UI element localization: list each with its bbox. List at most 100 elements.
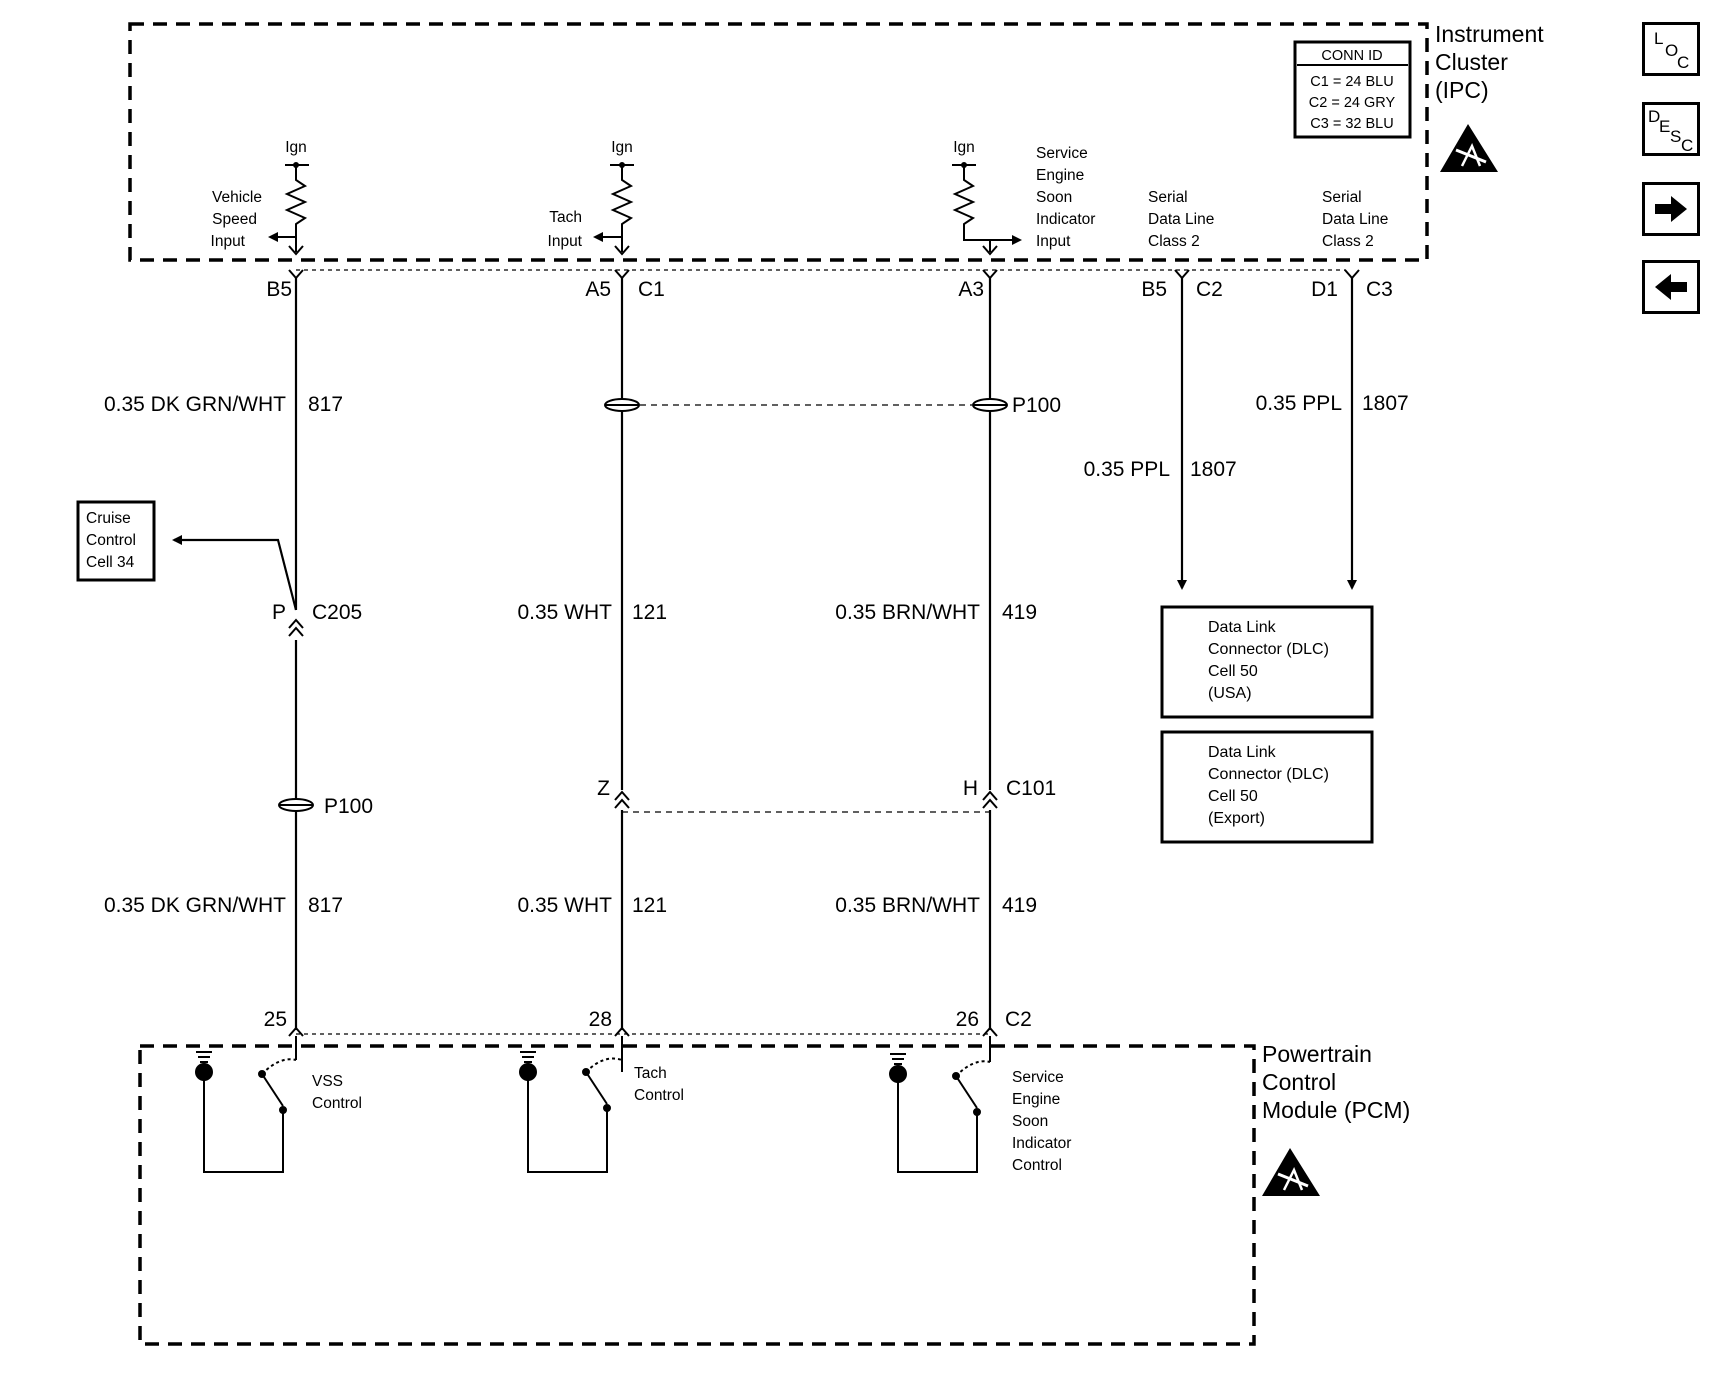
pin-label: 26 xyxy=(956,1008,979,1031)
ipc-tach-input-circuit: Ign Tach Input xyxy=(548,139,634,256)
svg-text:Service: Service xyxy=(1012,1069,1064,1086)
svg-text:0.35 BRN/WHT: 0.35 BRN/WHT xyxy=(835,894,980,917)
svg-text:Serial: Serial xyxy=(1148,189,1188,206)
pin-label: B5 xyxy=(266,278,292,301)
svg-text:Soon: Soon xyxy=(1036,189,1072,206)
ipc-vss-input-circuit: Ign Vehicle Speed Input xyxy=(211,139,309,256)
loc-button[interactable]: L O C xyxy=(1642,22,1700,76)
pin-label: C2 xyxy=(1005,1008,1032,1031)
svg-text:0.35 DK GRN/WHT: 0.35 DK GRN/WHT xyxy=(104,894,286,917)
conn-id-header: CONN ID xyxy=(1321,48,1382,64)
wire-1807-label-b: 0.35 PPL 1807 xyxy=(1256,392,1409,415)
pin-label: B5 xyxy=(1141,278,1167,301)
ipc-pin-labels: B5 A5 C1 A3 B5 C2 D1 C3 xyxy=(266,278,1393,301)
svg-text:VSS: VSS xyxy=(312,1073,343,1090)
svg-text:Cluster: Cluster xyxy=(1435,49,1508,75)
svg-text:1807: 1807 xyxy=(1190,458,1237,481)
p100-bottom-splice: P100 xyxy=(278,795,373,818)
svg-text:1807: 1807 xyxy=(1362,392,1409,415)
svg-text:Cruise: Cruise xyxy=(86,510,131,527)
svg-text:Cell 34: Cell 34 xyxy=(86,554,135,571)
svg-text:Control: Control xyxy=(634,1087,684,1104)
svg-text:0.35 PPL: 0.35 PPL xyxy=(1256,392,1342,415)
svg-text:(IPC): (IPC) xyxy=(1435,77,1489,103)
svg-text:Class 2: Class 2 xyxy=(1148,233,1200,250)
right-arrow-icon xyxy=(1655,196,1687,222)
back-button[interactable] xyxy=(1642,260,1700,314)
pin-label: D1 xyxy=(1311,278,1338,301)
svg-text:Connector (DLC): Connector (DLC) xyxy=(1208,766,1329,783)
svg-text:Ign: Ign xyxy=(285,139,307,156)
svg-text:Control: Control xyxy=(312,1095,362,1112)
svg-text:Input: Input xyxy=(211,233,246,250)
ipc-connector-chevrons xyxy=(288,269,1360,280)
svg-text:Data Line: Data Line xyxy=(1322,211,1388,228)
svg-text:Engine: Engine xyxy=(1012,1091,1060,1108)
pin-label: 25 xyxy=(264,1008,287,1031)
svg-text:Control: Control xyxy=(1262,1069,1336,1095)
svg-text:817: 817 xyxy=(308,894,343,917)
dlc-usa-reference-box: Data Link Connector (DLC) Cell 50 (USA) xyxy=(1160,605,1374,719)
ipc-service-engine-soon-circuit: Ign Service Engine Soon Indicator Input xyxy=(952,139,1095,256)
svg-text:(Export): (Export) xyxy=(1208,810,1265,827)
wire-817-bottom-label: 0.35 DK GRN/WHT 817 xyxy=(104,894,343,917)
svg-text:Ign: Ign xyxy=(953,139,975,156)
left-arrow-icon xyxy=(1655,274,1687,300)
pin-label: A3 xyxy=(958,278,984,301)
svg-text:Vehicle: Vehicle xyxy=(212,189,262,206)
pcm-vss-control-label: VSS Control xyxy=(312,1073,362,1112)
svg-text:Input: Input xyxy=(1036,233,1071,250)
svg-text:Tach: Tach xyxy=(634,1065,667,1082)
svg-text:C101: C101 xyxy=(1006,777,1056,800)
svg-text:Indicator: Indicator xyxy=(1036,211,1095,228)
wire-121-mid-label: 0.35 WHT 121 xyxy=(517,601,667,624)
svg-text:Serial: Serial xyxy=(1322,189,1362,206)
pcm-service-engine-soon-label: Service Engine Soon Indicator Control xyxy=(1012,1069,1071,1174)
svg-text:0.35 BRN/WHT: 0.35 BRN/WHT xyxy=(835,601,980,624)
svg-text:Ign: Ign xyxy=(611,139,633,156)
wire-121-bottom-label: 0.35 WHT 121 xyxy=(517,894,667,917)
ipc-serial-data-line-2: Serial Data Line Class 2 xyxy=(1322,189,1388,250)
svg-text:Input: Input xyxy=(548,233,583,250)
svg-text:Indicator: Indicator xyxy=(1012,1135,1071,1152)
conn-id-table: CONN ID C1 = 24 BLU C2 = 24 GRY C3 = 32 … xyxy=(1293,40,1412,139)
esd-warning-icon xyxy=(1262,1148,1320,1196)
wire-419-bottom-label: 0.35 BRN/WHT 419 xyxy=(835,894,1037,917)
pcm-tach-control-circuit xyxy=(519,1036,623,1173)
svg-text:419: 419 xyxy=(1002,894,1037,917)
svg-text:Tach: Tach xyxy=(549,209,582,226)
pcm-pin-labels: 25 28 26 C2 xyxy=(264,1008,1032,1031)
svg-text:0.35 PPL: 0.35 PPL xyxy=(1084,458,1170,481)
cruise-control-reference-box: Cruise Control Cell 34 xyxy=(76,500,156,582)
pin-label: C1 xyxy=(638,278,665,301)
svg-text:P100: P100 xyxy=(1012,394,1061,417)
c205-connector: P C205 xyxy=(172,535,362,637)
svg-text:419: 419 xyxy=(1002,601,1037,624)
pin-label: A5 xyxy=(585,278,611,301)
next-button[interactable] xyxy=(1642,182,1700,236)
pcm-service-engine-soon-circuit xyxy=(889,1036,991,1173)
svg-text:Data Link: Data Link xyxy=(1208,619,1277,636)
wire-817-top-label: 0.35 DK GRN/WHT 817 xyxy=(104,393,343,416)
desc-button[interactable]: D E S C xyxy=(1642,102,1700,156)
svg-text:Cell 50: Cell 50 xyxy=(1208,663,1258,680)
svg-text:121: 121 xyxy=(632,601,667,624)
svg-text:H: H xyxy=(963,777,978,800)
svg-text:Control: Control xyxy=(86,532,136,549)
svg-text:C205: C205 xyxy=(312,601,362,624)
svg-text:121: 121 xyxy=(632,894,667,917)
pcm-vss-control-circuit xyxy=(195,1036,297,1173)
ipc-serial-data-line-1: Serial Data Line Class 2 xyxy=(1148,189,1214,250)
pcm-connector-chevrons xyxy=(288,1026,998,1037)
pcm-tach-control-label: Tach Control xyxy=(634,1065,684,1104)
svg-text:Connector (DLC): Connector (DLC) xyxy=(1208,641,1329,658)
c101-connector: Z H C101 xyxy=(597,777,1056,813)
esd-warning-icon xyxy=(1440,124,1498,172)
svg-text:817: 817 xyxy=(308,393,343,416)
svg-text:Engine: Engine xyxy=(1036,167,1084,184)
pin-label: 28 xyxy=(589,1008,612,1031)
pin-label: C2 xyxy=(1196,278,1223,301)
p100-top-splice: P100 xyxy=(604,394,1061,417)
svg-text:Module (PCM): Module (PCM) xyxy=(1262,1097,1410,1123)
